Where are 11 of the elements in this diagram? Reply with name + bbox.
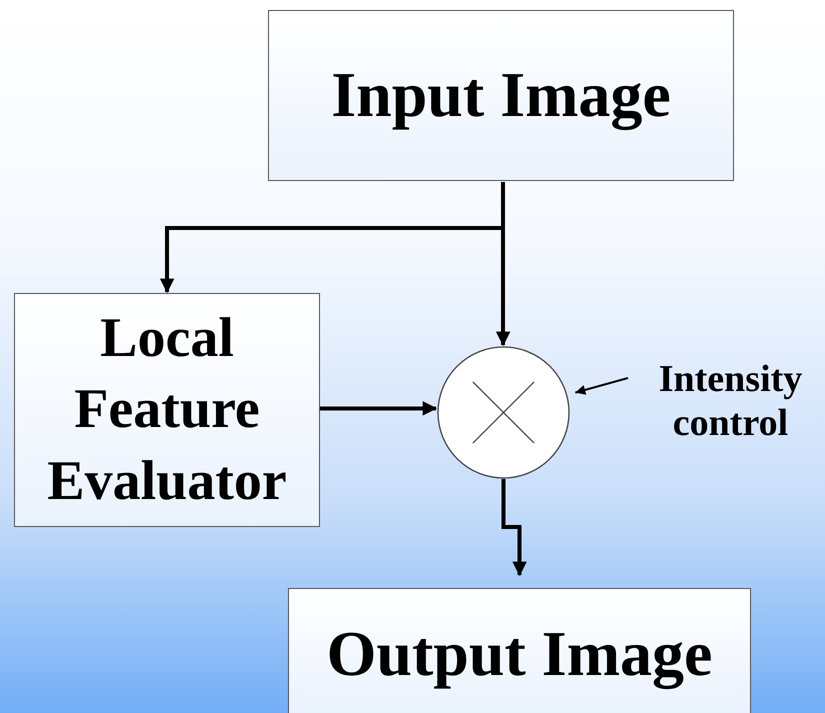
arrow xyxy=(320,401,438,416)
node-label: Local Feature Evaluator xyxy=(46,306,288,514)
process-box xyxy=(268,10,734,181)
node-label: Input Image xyxy=(331,60,671,131)
node-label: Intensity control xyxy=(658,358,804,446)
process-box xyxy=(288,588,751,713)
node-label: Output Image xyxy=(326,619,712,690)
arrow xyxy=(502,479,527,576)
leader-arrow xyxy=(575,377,628,395)
process-box xyxy=(14,293,320,527)
multiplier-circle xyxy=(437,346,570,479)
